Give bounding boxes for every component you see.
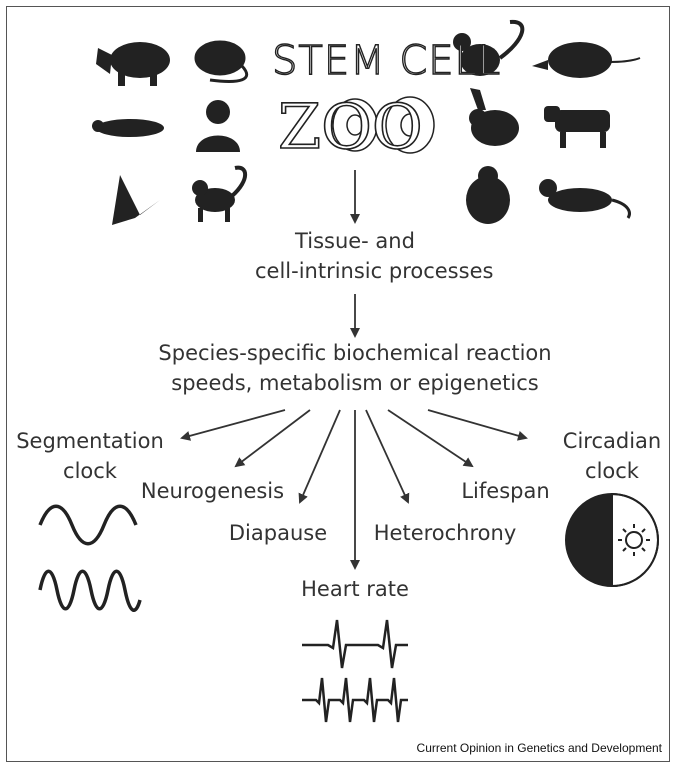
day-night-icon [565, 492, 659, 588]
tissue-line-2: cell-intrinsic processes [255, 259, 494, 283]
fast-heartbeat-icon [302, 677, 408, 723]
figure-frame [6, 6, 670, 762]
lifespan-label: Lifespan [461, 479, 550, 503]
segmentation-line-1: Segmentation [16, 429, 164, 453]
stem-cell-title: STEM CELL [271, 37, 502, 84]
fan-arrows [180, 409, 528, 570]
segmentation-clock-label: Segmentation clock [10, 426, 170, 486]
monkey-icon [453, 19, 525, 76]
macaque-icon [192, 165, 248, 222]
human-icon [196, 100, 240, 152]
tissue-line-1: Tissue- and [295, 229, 415, 253]
slow-oscillation-icon [38, 504, 138, 546]
diapause-label: Diapause [228, 521, 328, 545]
neurogenesis-label: Neurogenesis [140, 479, 285, 503]
slow-heartbeat-icon [302, 619, 408, 669]
opossum-icon [532, 42, 641, 78]
segmentation-line-2: clock [63, 459, 117, 483]
ferret-icon [92, 119, 164, 137]
fast-oscillation-icon [38, 569, 142, 612]
circadian-line-1: Circadian [562, 429, 662, 453]
arrow-diapause [298, 409, 341, 504]
species-label: Species-specific biochemical reaction sp… [155, 338, 555, 398]
arrow-lifespan [387, 409, 474, 468]
tissue-label: Tissue- and cell-intrinsic processes [255, 226, 494, 286]
arrow-heterochrony [365, 409, 410, 504]
rat-icon [194, 40, 249, 83]
zoo-title: ZOO [277, 89, 423, 164]
puma-icon [539, 179, 631, 219]
arrow-neurogenesis [234, 409, 311, 468]
gorilla-icon [466, 166, 510, 224]
journal-credit: Current Opinion in Genetics and Developm… [416, 741, 662, 755]
cow-icon [544, 106, 610, 148]
cell-drawing-icon [332, 96, 435, 154]
arrow-circadian [427, 409, 528, 441]
heart-rate-label: Heart rate [301, 577, 409, 601]
heterochrony-label: Heterochrony [373, 521, 517, 545]
bat-icon [112, 175, 160, 225]
species-line-2: speeds, metabolism or epigenetics [171, 371, 539, 395]
circadian-clock-label: Circadian clock [552, 426, 672, 486]
rhino-icon [96, 42, 170, 86]
circadian-line-2: clock [585, 459, 639, 483]
rabbit-icon [469, 88, 519, 146]
species-line-1: Species-specific biochemical reaction [158, 341, 552, 365]
sun-icon [618, 524, 650, 556]
arrow-segmentation [180, 409, 286, 441]
